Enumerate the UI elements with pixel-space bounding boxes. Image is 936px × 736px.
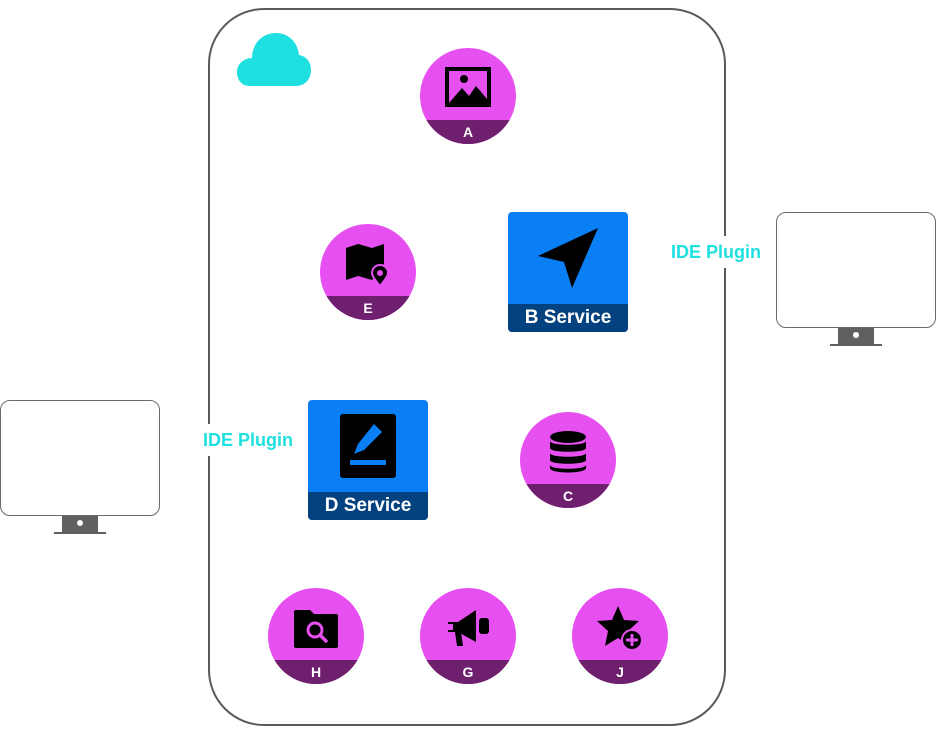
monitor-base <box>830 344 882 346</box>
database-icon <box>550 431 586 473</box>
star-plus-icon <box>597 606 643 651</box>
monitor-screen <box>776 212 936 328</box>
ide-plugin-label-left: IDE Plugin <box>198 424 298 456</box>
image-icon <box>445 67 491 107</box>
node-a[interactable]: A <box>420 48 516 144</box>
node-label: C <box>520 484 616 508</box>
node-c[interactable]: C <box>520 412 616 508</box>
node-label: G <box>420 660 516 684</box>
service-label: D Service <box>308 492 428 520</box>
monitor-left <box>0 400 160 536</box>
service-b[interactable]: B Service <box>508 212 628 332</box>
service-d[interactable]: D Service <box>308 400 428 520</box>
megaphone-icon <box>448 610 489 646</box>
service-label: B Service <box>508 304 628 332</box>
monitor-base <box>54 532 106 534</box>
node-label: E <box>320 296 416 320</box>
node-label: H <box>268 660 364 684</box>
ide-plugin-label-right: IDE Plugin <box>666 236 766 268</box>
edit-icon <box>340 414 396 478</box>
monitor-screen <box>0 400 160 516</box>
node-h[interactable]: H <box>268 588 364 684</box>
map-pin-icon <box>346 244 390 288</box>
monitor-stand <box>838 328 874 344</box>
node-j[interactable]: J <box>572 588 668 684</box>
folder-search-icon <box>294 610 338 648</box>
node-label: J <box>572 660 668 684</box>
node-label: A <box>420 120 516 144</box>
node-g[interactable]: G <box>420 588 516 684</box>
monitor-right <box>776 212 936 348</box>
monitor-stand <box>62 516 98 532</box>
node-e[interactable]: E <box>320 224 416 320</box>
send-icon <box>538 228 598 288</box>
cloud-icon <box>237 33 311 86</box>
